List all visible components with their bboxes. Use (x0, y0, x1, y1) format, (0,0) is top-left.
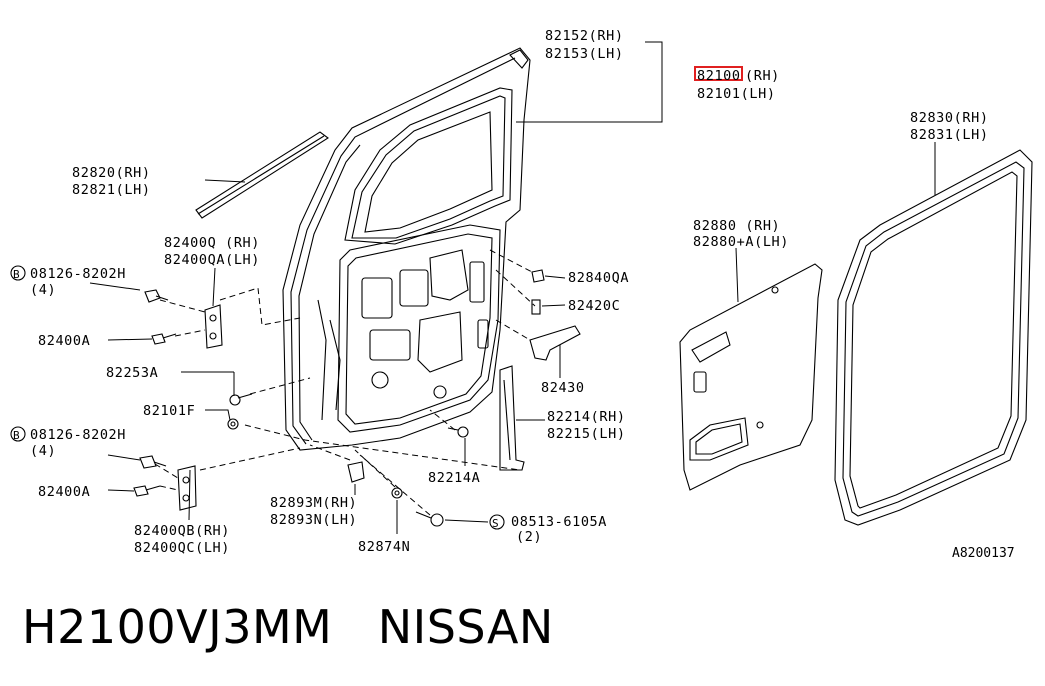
label-bolt-qty-lower: (4) (30, 443, 56, 459)
door-weatherstrip (834, 149, 1033, 526)
label-82420c[interactable]: 82420C (568, 298, 620, 314)
label-82100[interactable]: 82100 (697, 68, 741, 84)
svg-text:B: B (13, 268, 20, 281)
label-82153[interactable]: 82153(LH) (545, 46, 624, 62)
label-bolt-08126-lower[interactable]: 08126-8202H (30, 427, 126, 443)
label-82820[interactable]: 82820(RH) (72, 165, 151, 181)
label-82880a[interactable]: 82880+A(LH) (693, 234, 789, 250)
label-82874n[interactable]: 82874N (358, 539, 410, 555)
footer-caption: H2100VJ3MM NISSAN (22, 600, 554, 654)
svg-text:S: S (492, 517, 499, 530)
label-82830[interactable]: 82830(RH) (910, 110, 989, 126)
circled-b-icon: B (10, 426, 26, 442)
label-82821[interactable]: 82821(LH) (72, 182, 151, 198)
circled-s-icon: S (489, 514, 505, 530)
circled-b-icon: B (10, 265, 26, 281)
label-82214[interactable]: 82214(RH) (547, 409, 626, 425)
label-82831[interactable]: 82831(LH) (910, 127, 989, 143)
label-82400qb[interactable]: 82400QB(RH) (134, 523, 230, 539)
label-bolt-qty-upper: (4) (30, 282, 56, 298)
label-82400qa[interactable]: 82400QA(LH) (164, 252, 260, 268)
small-fasteners (227, 393, 469, 527)
label-82400a-lower[interactable]: 82400A (38, 484, 90, 500)
label-82152[interactable]: 82152(RH) (545, 28, 624, 44)
glass-run (509, 49, 529, 69)
label-screw-08513[interactable]: 08513-6105A (511, 514, 607, 530)
label-82214a[interactable]: 82214A (428, 470, 480, 486)
label-82893m[interactable]: 82893M(RH) (270, 495, 357, 511)
label-82400qc[interactable]: 82400QC(LH) (134, 540, 230, 556)
label-82215[interactable]: 82215(LH) (547, 426, 626, 442)
label-82880[interactable]: 82880 (RH) (693, 218, 780, 234)
door-trim-panel (679, 263, 823, 491)
highlight-box (694, 66, 743, 81)
striker (529, 269, 581, 361)
door-check-link (499, 365, 525, 471)
leader-lines (89, 41, 936, 534)
upper-hinge (144, 289, 223, 349)
reference-code: A8200137 (952, 546, 1015, 561)
lower-hinge (133, 455, 197, 511)
label-82253a[interactable]: 82253A (106, 365, 158, 381)
belt-molding (195, 131, 329, 219)
door-shell (282, 47, 531, 451)
label-82400a-upper[interactable]: 82400A (38, 333, 90, 349)
label-82100-side: (RH) (745, 68, 780, 84)
assembly-lines (154, 249, 536, 516)
label-screw-qty: (2) (516, 529, 542, 545)
footer-brand: NISSAN (377, 600, 554, 654)
svg-text:B: B (13, 429, 20, 442)
label-82101[interactable]: 82101(LH) (697, 86, 776, 102)
label-82893n[interactable]: 82893N(LH) (270, 512, 357, 528)
label-82400q[interactable]: 82400Q (RH) (164, 235, 260, 251)
footer-part-code: H2100VJ3MM (22, 600, 333, 654)
label-bolt-08126-upper[interactable]: 08126-8202H (30, 266, 126, 282)
label-82430[interactable]: 82430 (541, 380, 585, 396)
label-82101f[interactable]: 82101F (143, 403, 195, 419)
label-82840qa[interactable]: 82840QA (568, 270, 629, 286)
